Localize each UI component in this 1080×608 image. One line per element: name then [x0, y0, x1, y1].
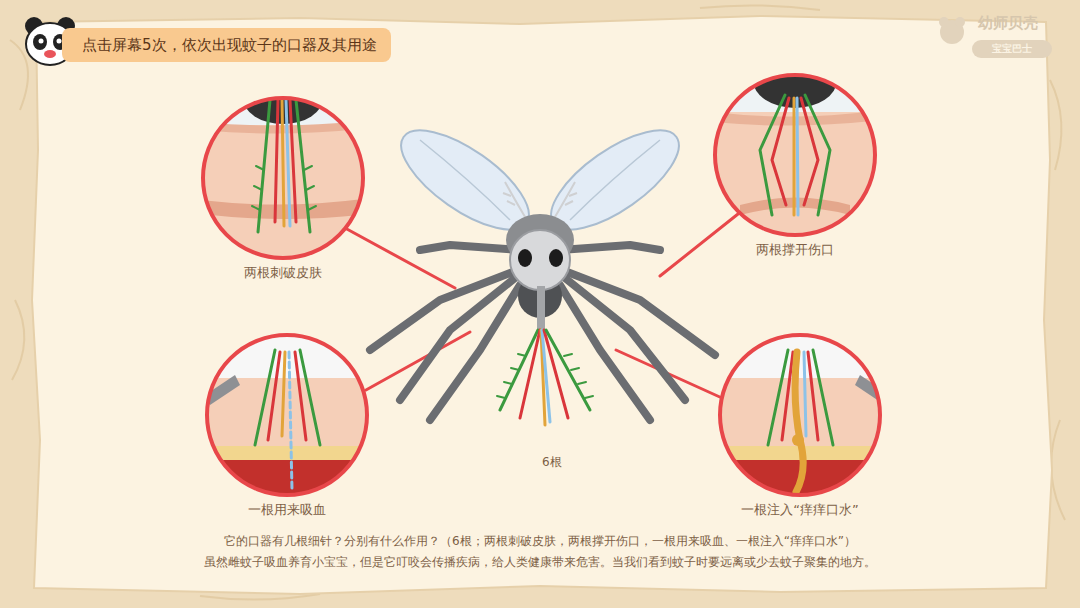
callout-circle: 一根用来吸血 [207, 335, 367, 495]
callout-label: 一根注入“痒痒口水” [741, 501, 858, 519]
caption: 它的口器有几根细针？分别有什么作用？（6根；两根刺破皮肤，两根撑开伤口，一根用来… [224, 533, 856, 550]
callout-circle: 两根撑开伤口 [715, 75, 875, 235]
circle-ring [715, 75, 875, 235]
callout-label: 一根用来吸血 [248, 501, 326, 519]
watermark: 幼师贝壳 [978, 14, 1038, 33]
callout-label: 两根刺破皮肤 [244, 264, 322, 282]
callout-circle: 两根刺破皮肤 [203, 98, 363, 258]
title-banner: 点击屏幕5次，依次出现蚊子的口器及其用途 [62, 28, 391, 62]
callout-label: 两根撑开伤口 [756, 241, 834, 259]
watermark: 宝宝巴士 [992, 42, 1032, 56]
callout-circle: 一根注入“痒痒口水” [720, 335, 880, 495]
note-text: 虽然雌蚊子吸血养育小宝宝，但是它叮咬会传播疾病，给人类健康带来危害。当我们看到蚊… [204, 554, 876, 571]
title-text: 点击屏幕5次，依次出现蚊子的口器及其用途 [82, 36, 377, 55]
count-label: 6根 [542, 454, 562, 471]
circle-ring [720, 335, 880, 495]
circle-ring [207, 335, 367, 495]
circle-ring [203, 98, 363, 258]
